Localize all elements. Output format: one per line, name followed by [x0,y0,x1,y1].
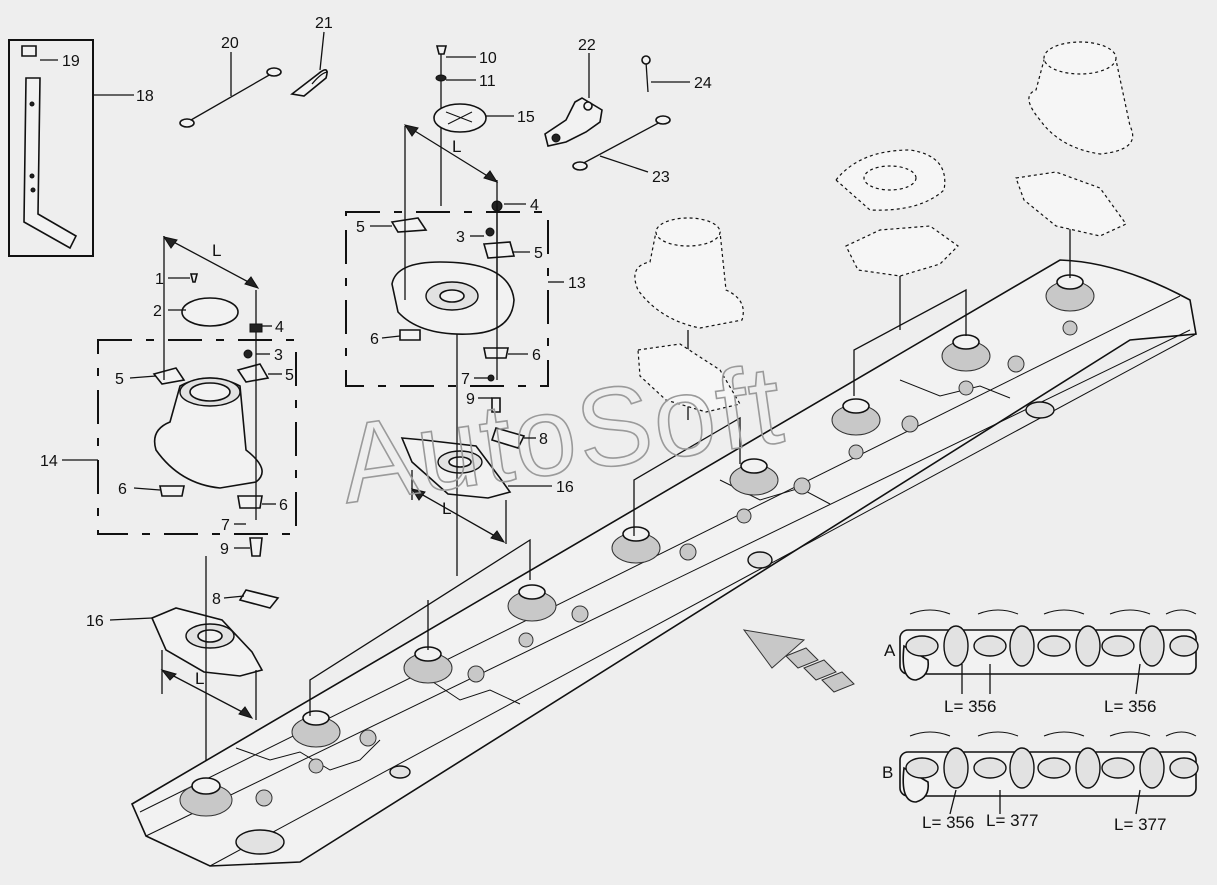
layout-a-dim-1: L= 356 [944,697,996,716]
callout-16-b: 16 [86,613,104,630]
callout-9-b: 9 [220,541,229,558]
layout-b-letter: B [882,763,893,782]
callout-6-a: 6 [370,331,379,348]
layout-a-dim-2: L= 356 [1104,697,1156,716]
item-18-frame [8,39,94,257]
top-cap-assembly [433,45,487,206]
callout-leaders [40,31,690,621]
item-23-wire [577,119,665,167]
dim-L-top: L [452,137,461,156]
layout-b-diagram [899,731,1199,815]
item-19-plate [21,45,37,57]
item-6-plate-b [483,347,509,359]
item-2-cover [181,297,239,327]
item-5-plate-a [390,217,428,233]
direction-arrow [742,629,855,693]
item-18-blade-holder-group [8,39,94,257]
callout-15: 15 [517,109,535,126]
item-5-plate-c [152,367,186,385]
callout-20: 20 [221,35,239,52]
ghost-drums [634,41,1134,413]
layout-b-dim-3: L= 377 [1114,815,1166,834]
item-18-blade [23,77,78,250]
layout-a-letter: A [884,641,896,660]
callout-4-top: 4 [530,197,539,214]
dim-L-left: L [212,241,221,260]
item-4-nut [249,323,263,333]
item-16-bearing-lower [150,556,264,800]
callout-3-top: 3 [456,229,465,246]
callout-21: 21 [315,15,333,32]
cutter-bar-body [130,259,1197,867]
callout-6-b: 6 [532,347,541,364]
item-6-plate-d [237,495,263,509]
dimension-L-left [162,236,260,289]
callout-22: 22 [578,37,596,54]
item-5-plate-d [236,363,270,383]
layout-b-dim-2: L= 377 [986,811,1038,830]
callout-5-d: 5 [285,367,294,384]
callout-7-a: 7 [461,371,470,388]
item-8-knife [238,589,280,609]
callout-6-d: 6 [279,497,288,514]
callout-5-c: 5 [115,371,124,388]
item-24-pin [645,61,649,93]
item-20-wire [183,69,279,125]
callout-6-c: 6 [118,481,127,498]
callout-8-b: 8 [212,591,221,608]
dim-L-lower: L [195,669,204,688]
disc-hubs [179,274,1095,817]
callout-8-a: 8 [539,431,548,448]
callout-1: 1 [155,271,164,288]
item-11-washer [435,74,447,82]
item-9-bolt-b [491,397,501,413]
item-8-knife-b [490,427,526,449]
item-5-plate-b [482,241,516,259]
cutter-bar [130,259,1197,867]
item-13-drum-group [345,200,549,387]
item-14-drum-group [97,236,297,609]
callout-7-b: 7 [221,517,230,534]
item-9-bolt [249,537,263,557]
item-16-bearing-center [400,334,526,576]
callout-9-a: 9 [466,391,475,408]
callout-4: 4 [275,319,284,336]
callout-16-a: 16 [556,479,574,496]
layout-b-dim-1: L= 356 [922,813,974,832]
callout-24: 24 [694,75,712,92]
callout-2: 2 [153,303,162,320]
dim-L-center: L [442,499,451,518]
callout-5-b: 5 [534,245,543,262]
item-21-clip [290,69,328,97]
dimension-L-top [403,124,499,300]
callout-11: 11 [479,73,496,90]
item-10-screw [435,45,448,55]
item-1-bolt [189,273,199,283]
small-parts-top [179,55,671,171]
callout-3: 3 [274,347,283,364]
callout-5-a: 5 [356,219,365,236]
item-6-plate-c [159,485,185,497]
callout-23: 23 [652,169,670,186]
callout-14: 14 [40,453,58,470]
layout-labels: A L= 356 L= 356 B L= 356 L= 377 L= 377 [882,641,1166,834]
callout-19: 19 [62,53,80,70]
layout-a-diagram [899,609,1199,695]
callout-18: 18 [136,88,154,105]
callout-10: 10 [479,50,497,67]
callout-13: 13 [568,275,586,292]
item-6-plate-a [399,329,421,341]
callout-numbers: 19 18 20 21 10 11 15 22 24 23 4 5 3 5 13… [40,15,712,688]
